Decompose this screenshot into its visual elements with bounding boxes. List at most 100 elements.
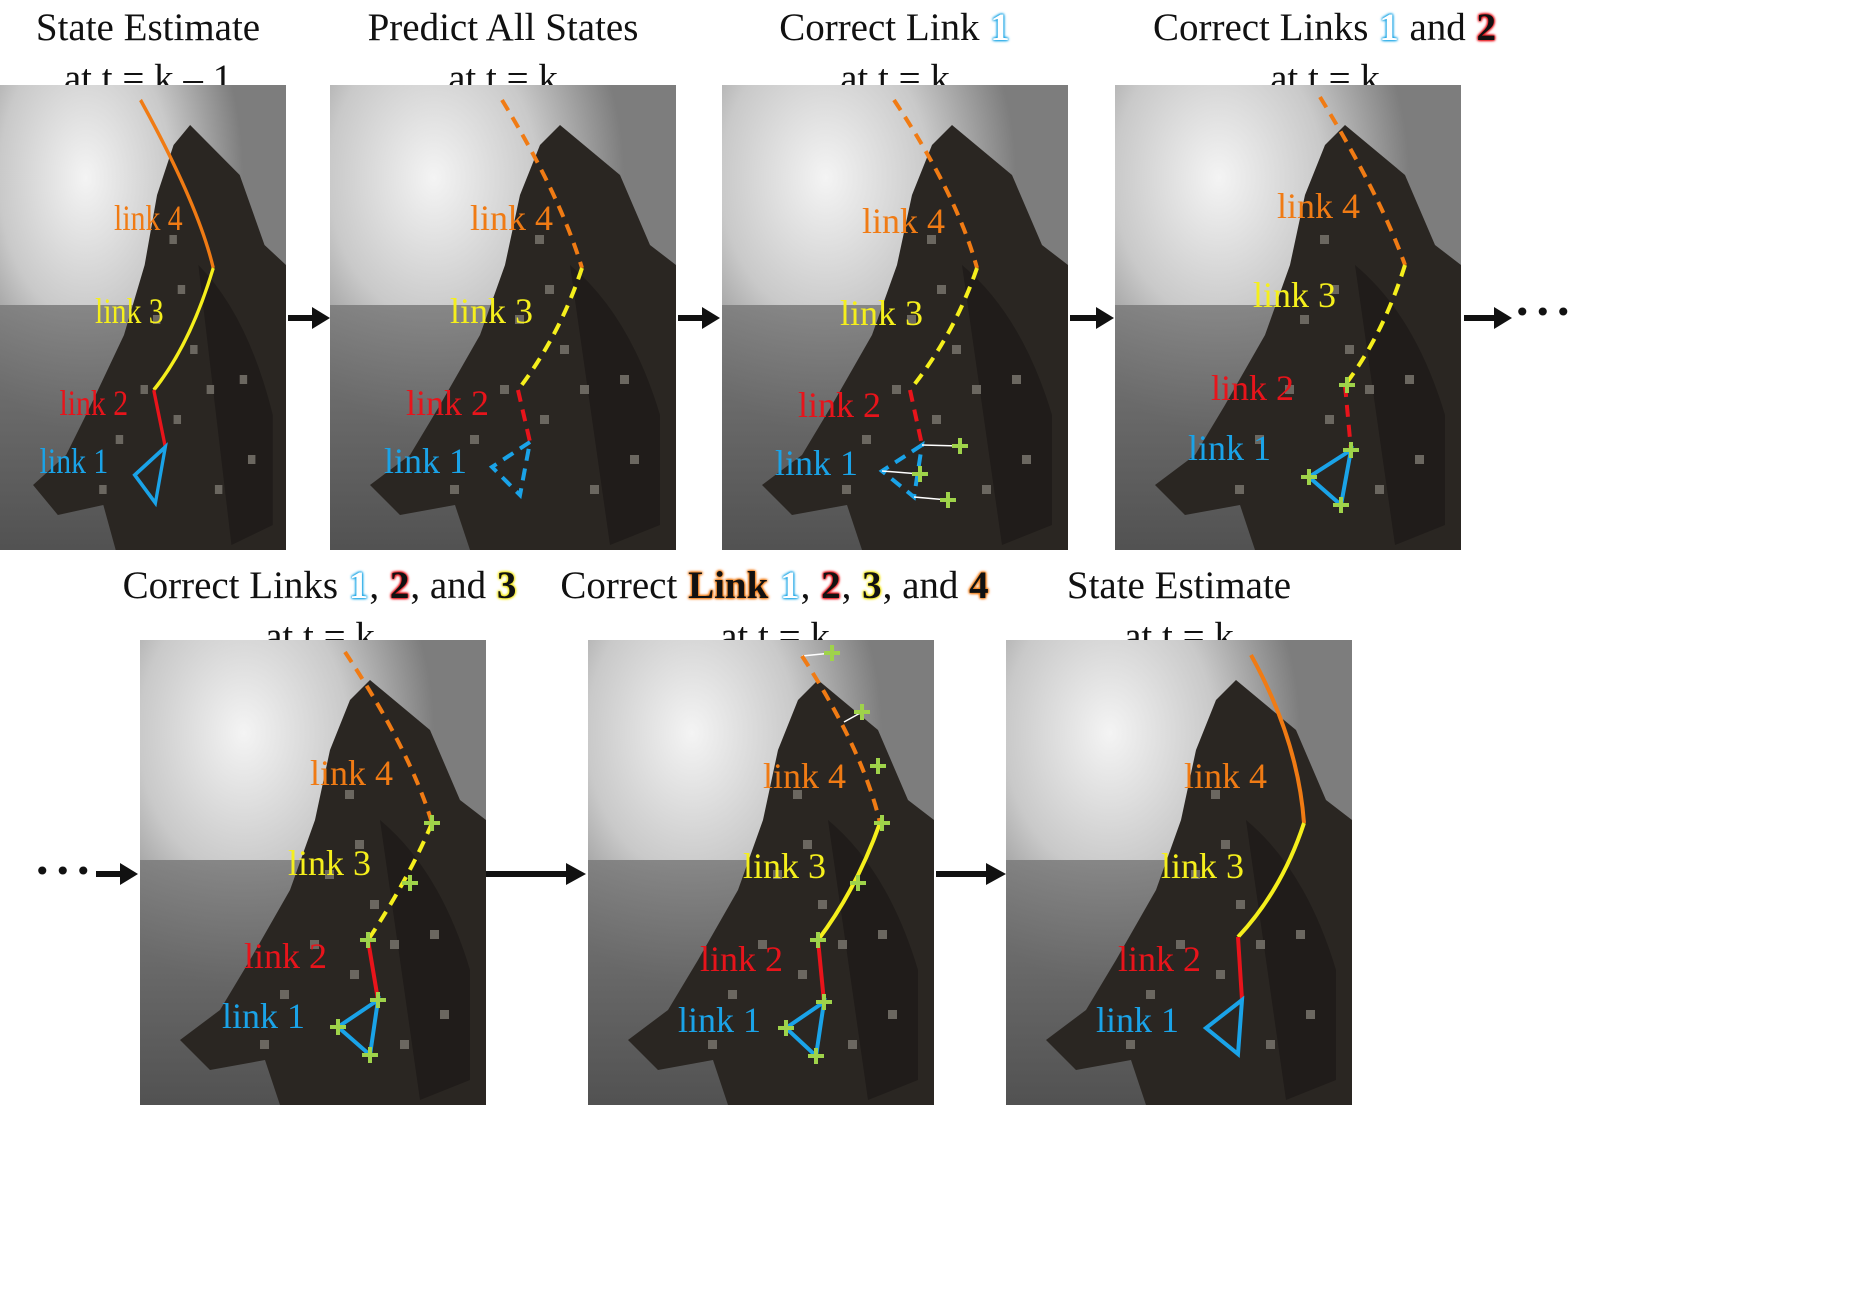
link-4-label: link 4 bbox=[1277, 186, 1360, 226]
link-3-label: link 3 bbox=[1253, 275, 1336, 315]
measurement-markers bbox=[912, 438, 968, 508]
arrow-2-to-3 bbox=[678, 307, 720, 329]
panel-4-image: link 4 link 3 link 2 link 1 bbox=[1115, 85, 1461, 550]
link-1-label: link 1 bbox=[384, 441, 467, 481]
link-1-triangle bbox=[132, 442, 168, 508]
link-1-triangle bbox=[1202, 995, 1245, 1058]
link-1-triangle bbox=[782, 997, 827, 1061]
link-1-number-badge: 1 bbox=[990, 6, 1010, 49]
arrow-6-to-7 bbox=[936, 863, 1006, 885]
panel-7-title-line1: State Estimate bbox=[1066, 564, 1292, 607]
link-3-label: link 3 bbox=[450, 291, 533, 331]
measurement-markers bbox=[330, 815, 440, 1063]
panel-6: link 4 link 3 link 2 link 1 bbox=[588, 640, 934, 1105]
link-2-line bbox=[816, 939, 826, 1003]
link-1-label: link 1 bbox=[678, 1000, 761, 1040]
link-2-line bbox=[152, 389, 167, 448]
link-4-number-badge: 4 bbox=[969, 564, 989, 607]
link-2-line bbox=[908, 389, 924, 446]
link-3-label: link 3 bbox=[743, 846, 826, 886]
link-2-line bbox=[1236, 936, 1244, 1001]
panel-7-title: State Estimate at t = k bbox=[1006, 560, 1352, 662]
link-2-label: link 2 bbox=[60, 384, 129, 423]
panel-5-image: link 4 link 3 link 2 link 1 bbox=[140, 640, 486, 1105]
arrow-3-to-4 bbox=[1070, 307, 1114, 329]
link-2-label: link 2 bbox=[700, 939, 783, 979]
link-3-curve bbox=[152, 267, 215, 392]
link-3-number-badge: 3 bbox=[496, 564, 517, 607]
link-3-label: link 3 bbox=[95, 292, 164, 331]
arrow-into-5 bbox=[96, 863, 138, 885]
panel-3-title-line1: Correct Link 1 bbox=[779, 6, 1010, 49]
panel-2: link 4 link 3 link 2 link 1 bbox=[330, 85, 676, 550]
link-1-label: link 1 bbox=[40, 442, 109, 481]
link-1-label: link 1 bbox=[222, 996, 305, 1036]
link-3-label: link 3 bbox=[1161, 846, 1244, 886]
link-4-label: link 4 bbox=[310, 753, 393, 793]
link-2-line bbox=[1343, 384, 1353, 451]
measurement-markers bbox=[1301, 377, 1359, 513]
link-1-triangle bbox=[1305, 445, 1354, 509]
panel-6-title: Correct Link 1, 2, 3, and 4 at t = k bbox=[540, 560, 1010, 662]
panel-6-title-line1: Correct Link 1, 2, 3, and 4 bbox=[560, 564, 989, 607]
link-4-curve bbox=[343, 650, 434, 824]
link-4-curve bbox=[1318, 95, 1407, 266]
arrow-4-continue bbox=[1464, 307, 1512, 329]
link-3-curve bbox=[816, 822, 882, 942]
link-2-line bbox=[516, 389, 532, 443]
panel-2-image: link 4 link 3 link 2 link 1 bbox=[330, 85, 676, 550]
link-4-label: link 4 bbox=[1184, 756, 1267, 796]
panel-6-image: link 4 link 3 link 2 link 1 bbox=[588, 640, 934, 1105]
panel-7-image: link 4 link 3 link 2 link 1 bbox=[1006, 640, 1352, 1105]
link-2-label: link 2 bbox=[244, 936, 327, 976]
ellipsis-continue-right: ••• bbox=[1514, 296, 1576, 329]
panel-2-title-line1: Predict All States bbox=[367, 6, 639, 49]
link-1-label: link 1 bbox=[1096, 1000, 1179, 1040]
link-4-curve bbox=[500, 98, 584, 269]
link-3-curve bbox=[366, 822, 434, 942]
panel-4-title: Correct Links 1 and 2 at t = k bbox=[1115, 2, 1535, 104]
panel-1: link 4 link 3 link 2 link 1 bbox=[0, 85, 286, 550]
arrow-1-to-2 bbox=[288, 307, 330, 329]
link-3-curve bbox=[1236, 822, 1306, 939]
link-1-label: link 1 bbox=[1188, 428, 1271, 468]
link-4-label: link 4 bbox=[763, 756, 846, 796]
link-2-label: link 2 bbox=[798, 385, 881, 425]
arrow-5-to-6 bbox=[486, 863, 586, 885]
link-4-curve bbox=[800, 654, 882, 824]
panel-4: link 4 link 3 link 2 link 1 bbox=[1115, 85, 1461, 550]
panel-4-title-line1: Correct Links 1 and 2 bbox=[1152, 6, 1497, 49]
link-4-curve bbox=[139, 98, 215, 269]
link-1-triangle bbox=[488, 437, 533, 500]
link-2-line bbox=[366, 939, 380, 1001]
panel-7: link 4 link 3 link 2 link 1 bbox=[1006, 640, 1352, 1105]
link-2-number-badge: 2 bbox=[389, 564, 410, 607]
link-3-label: link 3 bbox=[288, 843, 371, 883]
link-1-triangle bbox=[334, 995, 381, 1059]
panel-3-image: link 4 link 3 link 2 link 1 bbox=[722, 85, 1068, 550]
link-2-number-badge: 2 bbox=[821, 564, 841, 607]
link-3-curve bbox=[516, 267, 584, 392]
link-4-label: link 4 bbox=[862, 201, 945, 241]
link-3-curve bbox=[1343, 264, 1407, 387]
measurement-markers bbox=[778, 645, 890, 1064]
link-3-number-badge: 3 bbox=[862, 564, 882, 607]
link-4-curve bbox=[892, 98, 979, 269]
link-4-label: link 4 bbox=[470, 198, 553, 238]
panel-5-title: Correct Links 1, 2, and 3 at t = k bbox=[90, 560, 550, 662]
link-4-curve bbox=[1249, 654, 1306, 824]
panel-5-title-line1: Correct Links 1, 2, and 3 bbox=[122, 564, 517, 607]
panel-5: link 4 link 3 link 2 link 1 bbox=[140, 640, 486, 1105]
link-1-number-badge: 1 bbox=[1379, 6, 1399, 49]
link-3-label: link 3 bbox=[840, 293, 923, 333]
link-1-triangle bbox=[878, 440, 925, 501]
link-word-highlight: Link bbox=[688, 564, 769, 607]
link-2-label: link 2 bbox=[1118, 939, 1201, 979]
link-2-label: link 2 bbox=[1211, 368, 1294, 408]
link-1-number-badge: 1 bbox=[780, 564, 800, 607]
ellipsis-continue-left: ••• bbox=[34, 855, 96, 888]
link-2-number-badge: 2 bbox=[1476, 6, 1497, 49]
link-2-label: link 2 bbox=[406, 383, 489, 423]
link-1-number-badge: 1 bbox=[348, 564, 369, 607]
panel-1-title: State Estimate at t = k – 1 bbox=[0, 2, 296, 104]
